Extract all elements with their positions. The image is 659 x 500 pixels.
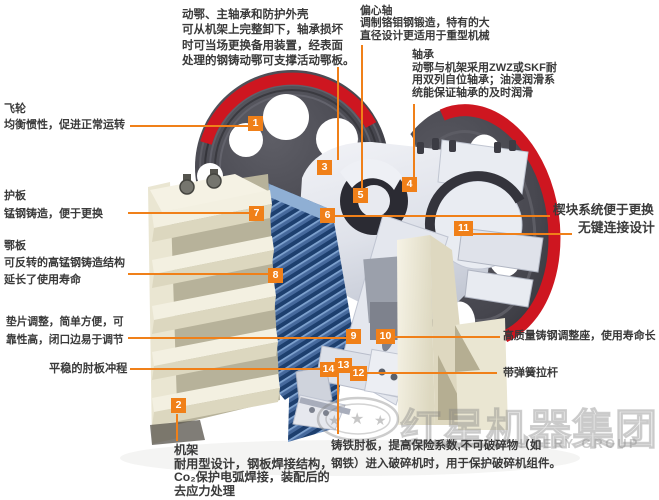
callout-wedge-system: 楔块系统便于更换: [553, 203, 654, 217]
callout-jaw-plate: 鄂板可反转的高锰钢铸造结构延长了使用寿命: [4, 240, 125, 286]
feed-stand: [148, 169, 280, 445]
part-number-tag-3: 3: [317, 160, 332, 175]
part-number-tag-7: 7: [249, 206, 264, 221]
connector-line: [367, 372, 497, 374]
callout-spring-rod: 带弹簧拉杆: [503, 367, 558, 379]
connector-line: [130, 125, 248, 127]
callout-frame: 机架耐用型设计，钢板焊接结构，Co₂保护电弧焊接，装配后的去应力处理: [174, 443, 333, 498]
callout-toggle-stroke: 平稳的肘板冲程: [49, 363, 128, 375]
connector-line: [128, 212, 249, 214]
callout-eccentric-shaft: 偏心轴调制铬钼钢锻造，特有的大直径设计更适用于重型机械: [360, 5, 490, 42]
callout-adjustment-seat: 高质量铸钢调整座，使用寿命长: [503, 330, 656, 342]
connector-line: [337, 373, 339, 434]
part-number-tag-4: 4: [402, 177, 417, 192]
part-number-tag-10: 10: [376, 329, 395, 344]
callout-bearing: 轴承动鄂与机架采用ZWZ或SKF耐用双列自位轴承；油浸润滑系统能保证轴承的及时润…: [412, 49, 557, 100]
part-number-tag-14: 14: [320, 362, 337, 377]
connector-line: [176, 414, 178, 441]
callout-shim-adjustment: 垫片调整，简单方便，可靠性高，闭口边易于调节: [6, 316, 124, 346]
ground-shadow: [120, 440, 580, 476]
part-number-tag-2: 2: [171, 398, 186, 413]
bolts: [417, 138, 516, 154]
connector-line: [413, 104, 415, 177]
connector-line: [361, 45, 363, 188]
part-number-tag-11: 11: [454, 221, 473, 236]
part-number-tag-6: 6: [320, 208, 335, 223]
callout-cast-iron-toggle: 铸铁肘板，提高保险系数,不可破碎物（如钢铁）进入破碎机时，用于保护破碎机组件。: [331, 440, 561, 470]
connector-line: [337, 67, 339, 160]
part-number-tag-5: 5: [353, 188, 368, 203]
connector-line: [335, 215, 550, 217]
shelves: [152, 190, 280, 426]
connector-line: [395, 336, 500, 338]
connector-line: [128, 273, 268, 275]
callout-keyless-connection: 无键连接设计: [578, 220, 655, 235]
part-number-tag-1: 1: [248, 116, 263, 131]
connector-line: [473, 233, 572, 235]
stand-bolts: [179, 169, 222, 195]
connector-line: [130, 368, 320, 370]
part-number-tag-12: 12: [350, 366, 367, 381]
callout-flywheel: 飞轮均衡惯性，促进正常运转: [4, 103, 125, 131]
callout-guard-plate: 护板锰钢铸造，便于更换: [4, 190, 103, 220]
support-legs: [397, 235, 508, 430]
part-number-tag-9: 9: [346, 329, 361, 344]
part-number-tag-8: 8: [268, 268, 283, 283]
connector-line: [128, 337, 346, 339]
part-number-tag-13: 13: [335, 358, 352, 373]
callout-moving-jaw-assembly: 动鄂、主轴承和防护外壳可从机架上完整卸下，轴承损坏时可当场更换备用装置，经表面处…: [182, 9, 355, 67]
